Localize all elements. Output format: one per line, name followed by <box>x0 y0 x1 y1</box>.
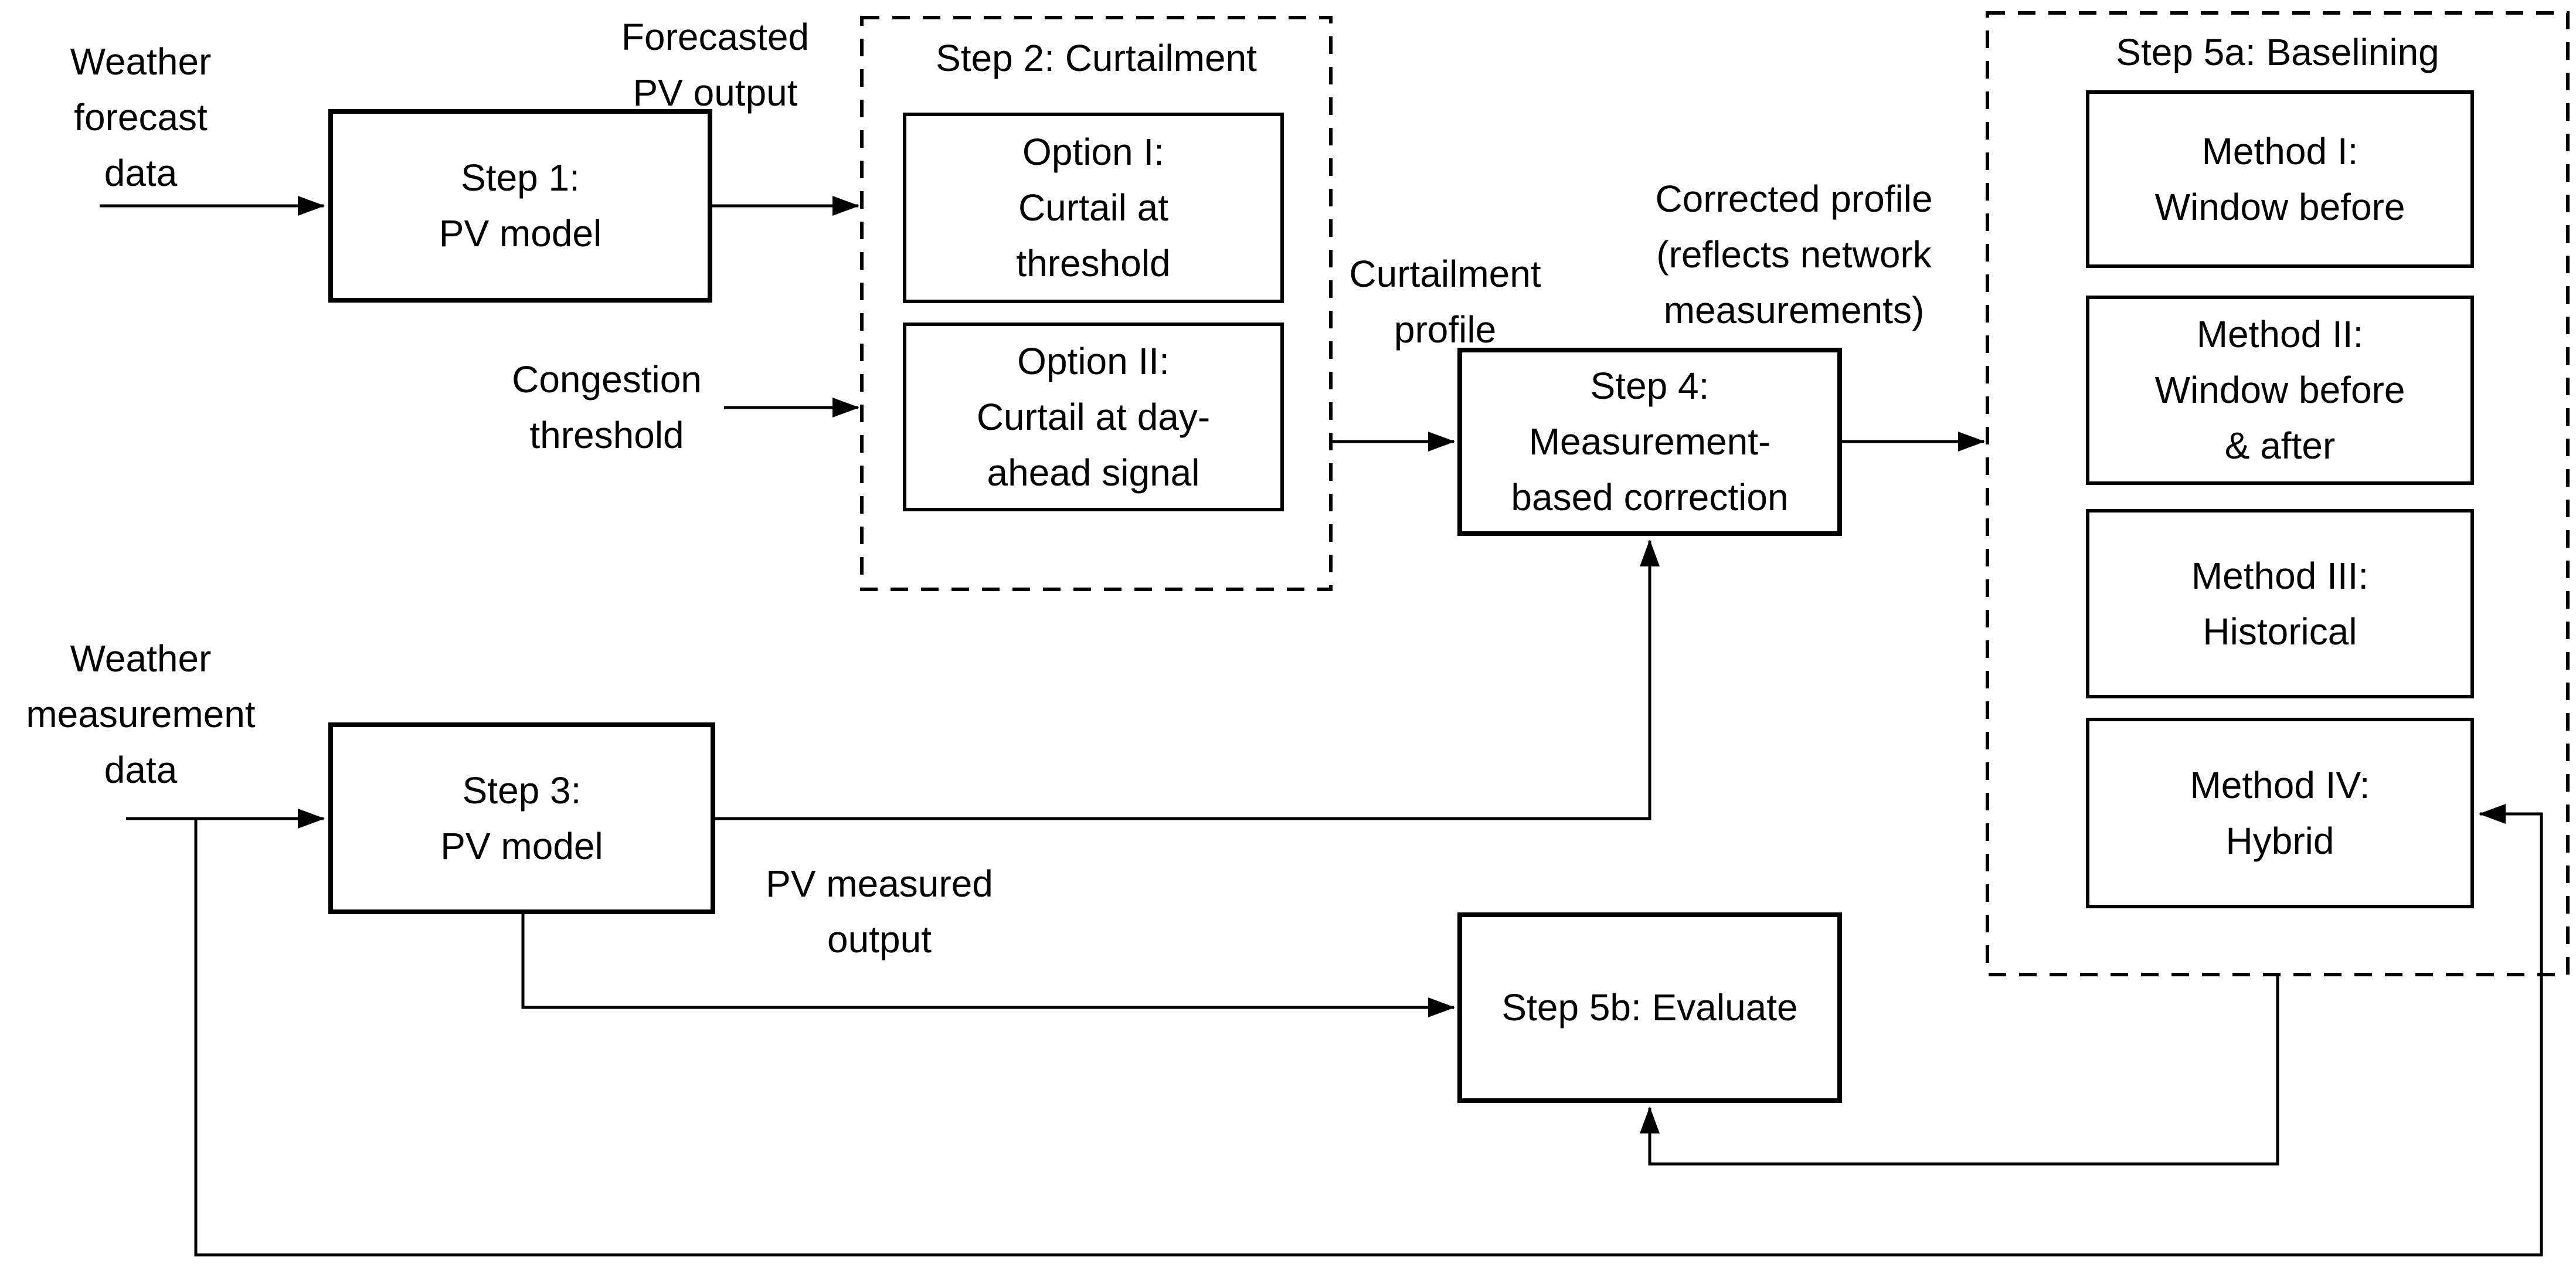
method2-window-before-after-box: Method II: Window before & after <box>2086 296 2474 485</box>
option1-curtail-threshold-box: Option I: Curtail at threshold <box>903 113 1284 303</box>
congestion-threshold-label: Congestion threshold <box>512 358 702 456</box>
curtailment-profile-label: Curtailment profile <box>1349 253 1541 351</box>
weather-measurement-data-label: Weather measurement data <box>26 637 256 791</box>
forecasted-pv-output-label: Forecasted PV output <box>621 16 810 114</box>
weather-forecast-data-label: Weather forecast data <box>70 40 212 194</box>
method3-historical-box: Method III: Historical <box>2086 509 2474 698</box>
step5b-evaluate-box: Step 5b: Evaluate <box>1457 912 1842 1103</box>
step5a-baselining-title: Step 5a: Baselining <box>2116 31 2439 73</box>
method4-hybrid-box: Method IV: Hybrid <box>2086 718 2474 908</box>
corrected-profile-label: Corrected profile (reflects network meas… <box>1655 178 1933 331</box>
pv-measured-output-label: PV measured output <box>766 863 993 960</box>
option2-curtail-day-ahead-box: Option II: Curtail at day- ahead signal <box>903 323 1284 511</box>
step3-pv-model-box: Step 3: PV model <box>328 722 715 914</box>
step1-pv-model-box: Step 1: PV model <box>328 109 712 303</box>
connector-weather-data-to-method4 <box>194 804 2543 1257</box>
connector-step5a-to-step5b <box>1640 975 2279 1166</box>
connector-step3-to-step4 <box>715 539 1660 820</box>
step2-curtailment-title: Step 2: Curtailment <box>936 37 1257 79</box>
method1-window-before-box: Method I: Window before <box>2086 90 2474 268</box>
step4-measurement-correction-box: Step 4: Measurement- based correction <box>1457 348 1842 536</box>
connector-step3-to-step5b <box>521 912 1455 1017</box>
